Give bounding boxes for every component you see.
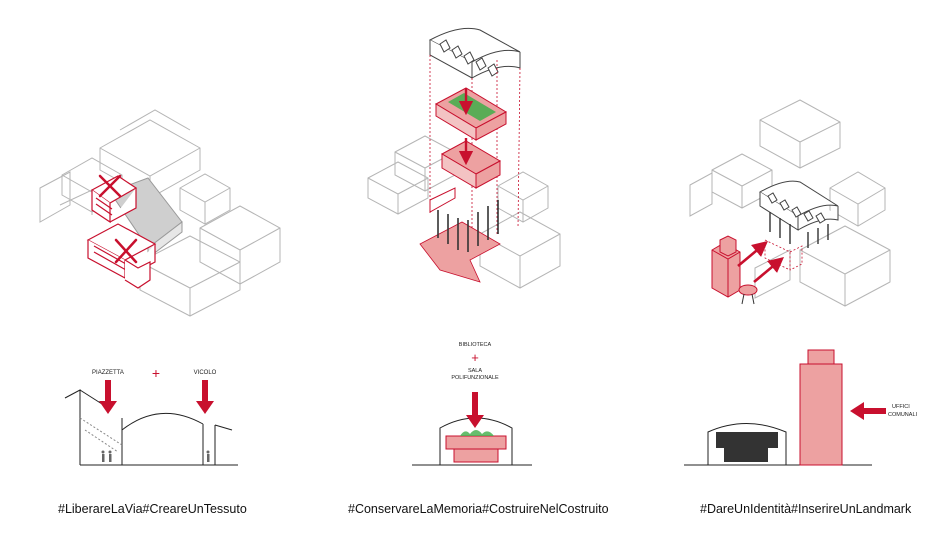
label-vicolo: VICOLO bbox=[194, 370, 217, 376]
caption-center: #ConservareLaMemoria#CostruireNelCostrui… bbox=[348, 502, 609, 516]
label-biblioteca: BIBLIOTECA bbox=[459, 342, 492, 348]
inserted-volume-section bbox=[445, 430, 507, 463]
label-sala: SALA bbox=[468, 368, 482, 374]
tower-landmark-axon bbox=[711, 235, 741, 298]
human-figures-left bbox=[101, 450, 210, 462]
demolished-x-mark-top bbox=[98, 174, 122, 198]
dark-block-section bbox=[716, 432, 778, 462]
axonometric-right-context bbox=[689, 99, 891, 307]
label-comunali: COMUNALI bbox=[888, 412, 918, 418]
piazzetta-arrow bbox=[99, 380, 117, 414]
pink-floor-slab bbox=[440, 140, 502, 189]
vicolo-arrow bbox=[196, 380, 214, 414]
demolished-x-mark-bottom bbox=[114, 238, 138, 264]
section-left bbox=[64, 389, 238, 466]
roof-barrel-vault bbox=[428, 27, 521, 79]
label-piazzetta: PIAZZETTA bbox=[92, 370, 124, 376]
small-pavilion-axon bbox=[738, 284, 758, 305]
plus-sign-center: + bbox=[471, 350, 479, 365]
green-roof-slab bbox=[434, 87, 508, 141]
uffici-arrow bbox=[850, 402, 886, 420]
caption-left: #LiberareLaVia#CreareUnTessuto bbox=[58, 502, 247, 516]
demolished-block-top bbox=[90, 175, 138, 224]
demolished-block-bottom bbox=[86, 223, 157, 289]
red-dotted-connector bbox=[764, 239, 803, 271]
barrel-hall-right bbox=[759, 180, 839, 248]
tower-section bbox=[799, 349, 843, 466]
ground-frame-structure bbox=[419, 187, 501, 283]
sala-arrow bbox=[466, 392, 484, 428]
label-polifunzionale: POLIFUNZIONALE bbox=[451, 375, 499, 381]
right-axon-arrows bbox=[737, 241, 784, 283]
plus-sign-left: + bbox=[152, 365, 160, 381]
label-uffici: UFFICI bbox=[892, 404, 910, 410]
caption-right: #DareUnIdentità#InserireUnLandmark bbox=[700, 502, 912, 516]
